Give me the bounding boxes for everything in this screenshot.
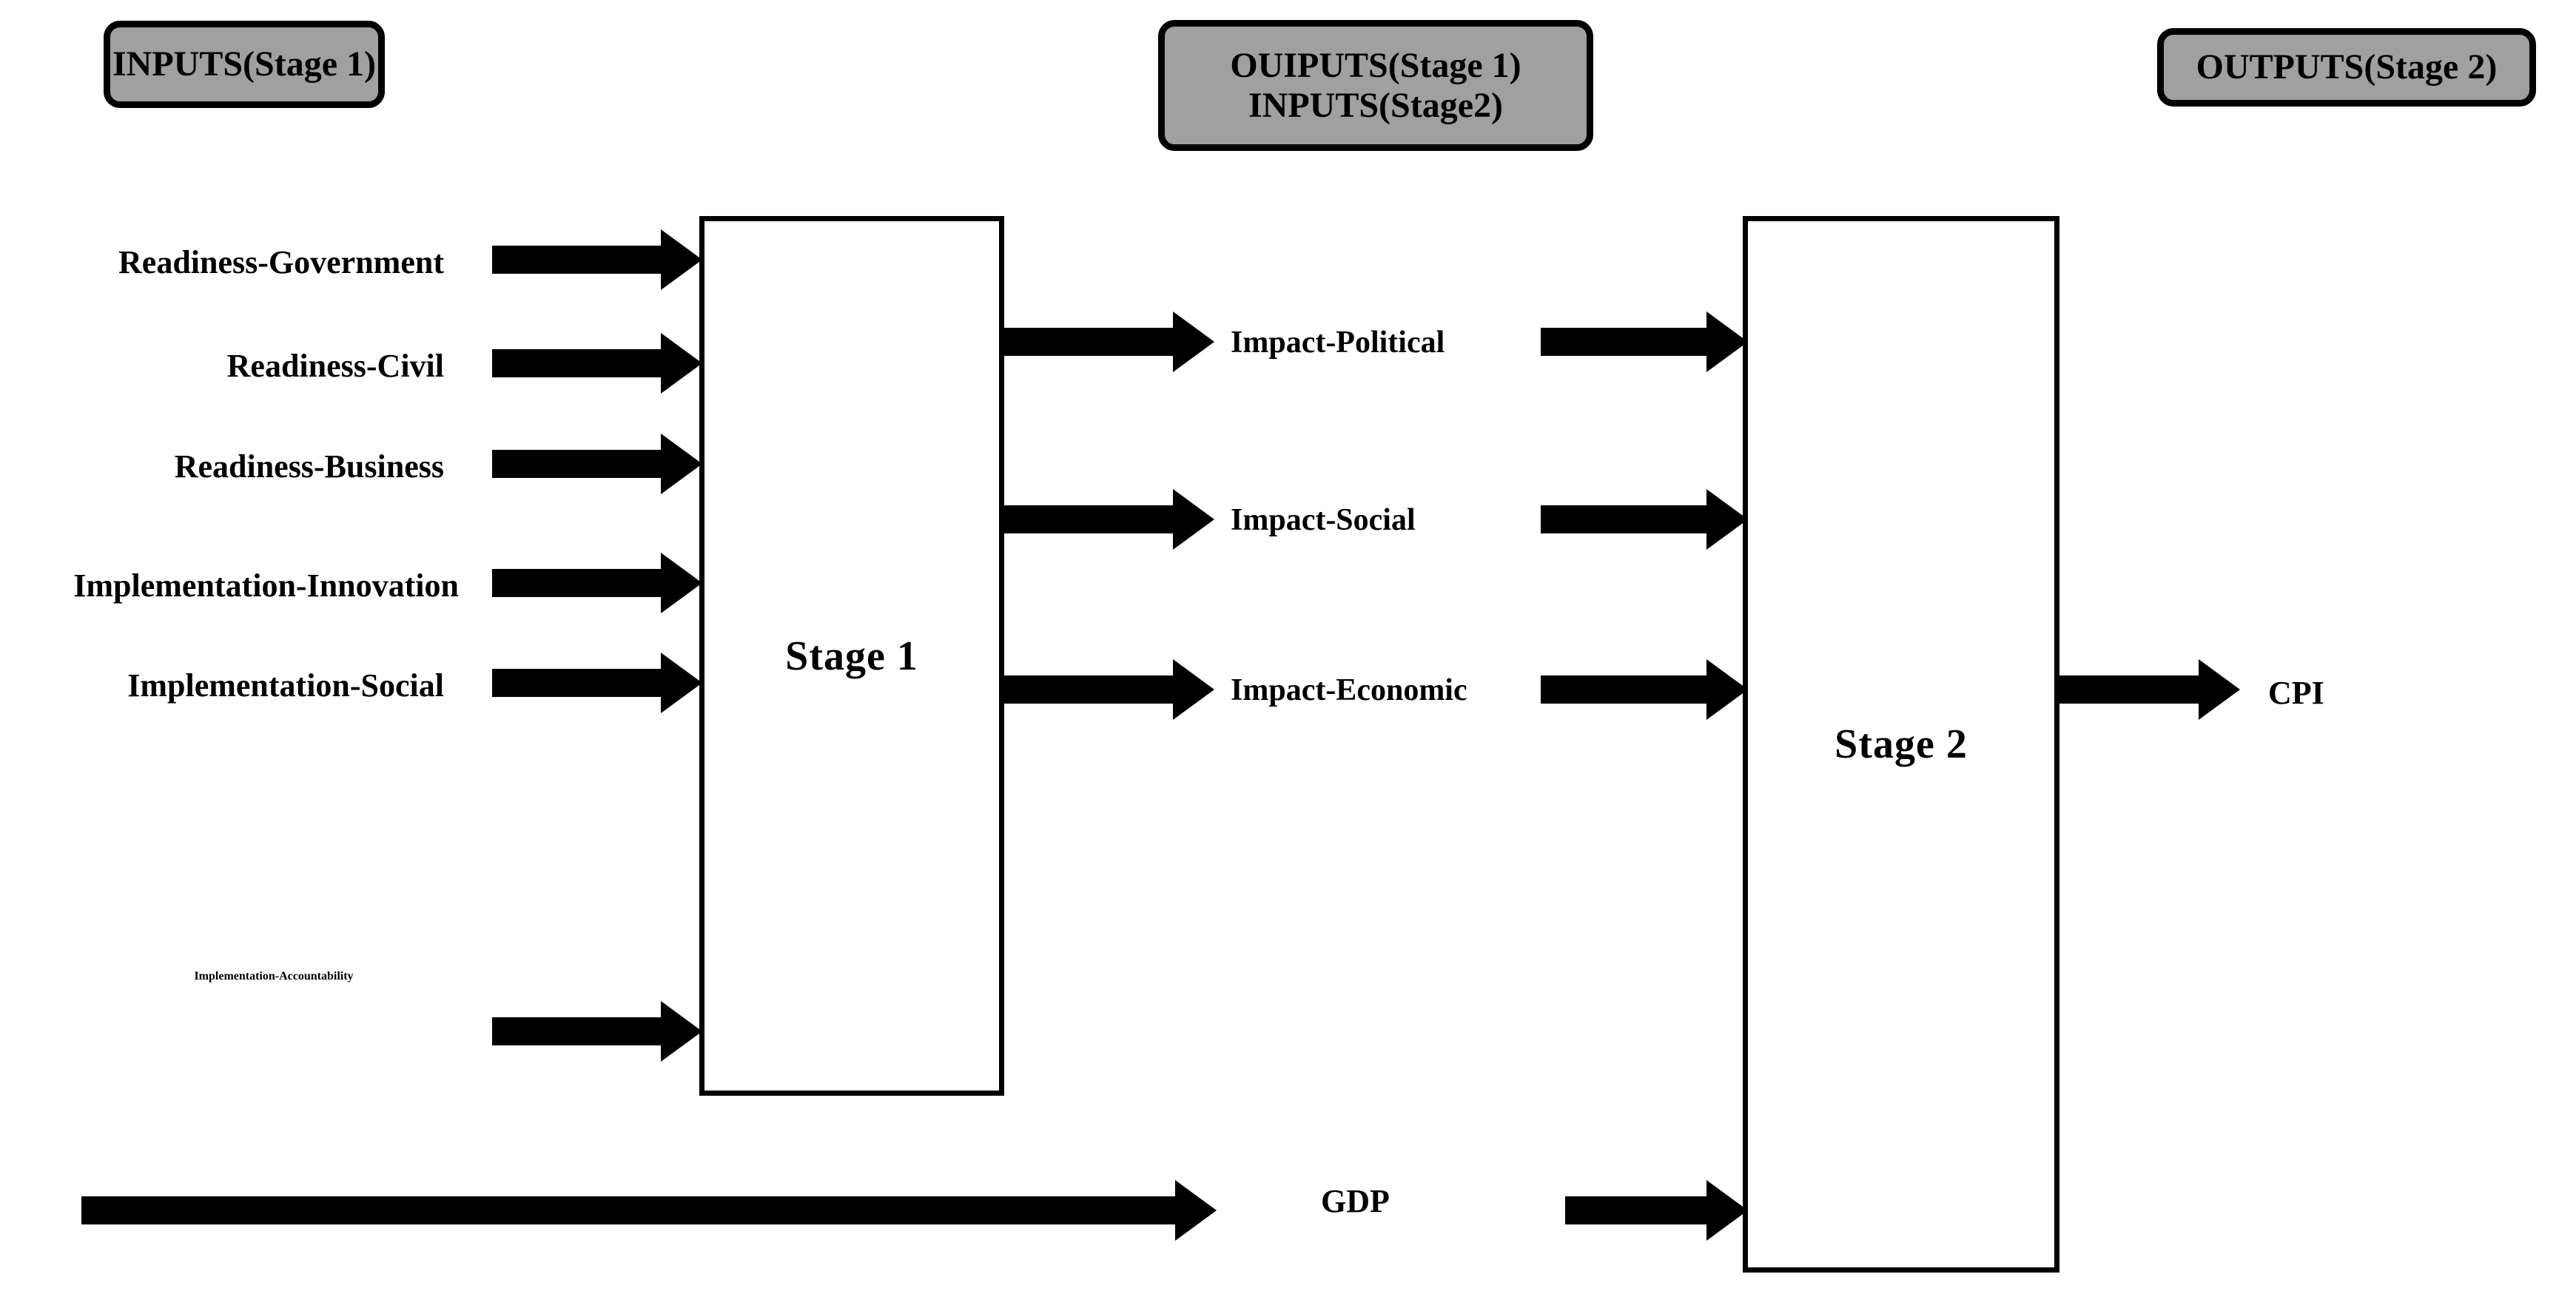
header-inputs-stage1-label: INPUTS(Stage 1) (112, 44, 376, 84)
stage1-box: Stage 1 (699, 216, 1004, 1096)
intermediate-label-impact-political: Impact-Political (1231, 326, 1445, 360)
output-label-cpi: CPI (2268, 675, 2324, 711)
stage1-label: Stage 1 (785, 633, 918, 679)
input-label-readiness-civil: Readiness-Civil (226, 348, 444, 384)
intermediate-label-impact-social: Impact-Social (1231, 503, 1416, 537)
bypass-label-gdp: GDP (1321, 1183, 1390, 1219)
header-outputs-stage2: OUTPUTS(Stage 2) (2157, 28, 2536, 107)
input-label-readiness-business: Readiness-Business (174, 448, 444, 485)
input-label-implementation-innovation: Implementation-Innovation (73, 567, 459, 604)
header-outputs-stage1-label: OUIPUTS(Stage 1) (1230, 45, 1521, 85)
stage2-label: Stage 2 (1835, 721, 1968, 767)
input-label-implementation-accountability: Implementation-Accountability (194, 970, 354, 983)
header-outputs-stage1-inputs-stage2: OUIPUTS(Stage 1) INPUTS(Stage2) (1158, 20, 1593, 151)
intermediate-label-impact-economic: Impact-Economic (1231, 673, 1467, 707)
input-label-readiness-government: Readiness-Government (118, 244, 444, 280)
header-inputs-stage2-label: INPUTS(Stage2) (1248, 85, 1503, 125)
input-label-implementation-social: Implementation-Social (127, 667, 444, 704)
header-inputs-stage1: INPUTS(Stage 1) (104, 21, 385, 108)
header-outputs-stage2-label: OUTPUTS(Stage 2) (2196, 47, 2498, 87)
stage2-box: Stage 2 (1743, 216, 2059, 1273)
